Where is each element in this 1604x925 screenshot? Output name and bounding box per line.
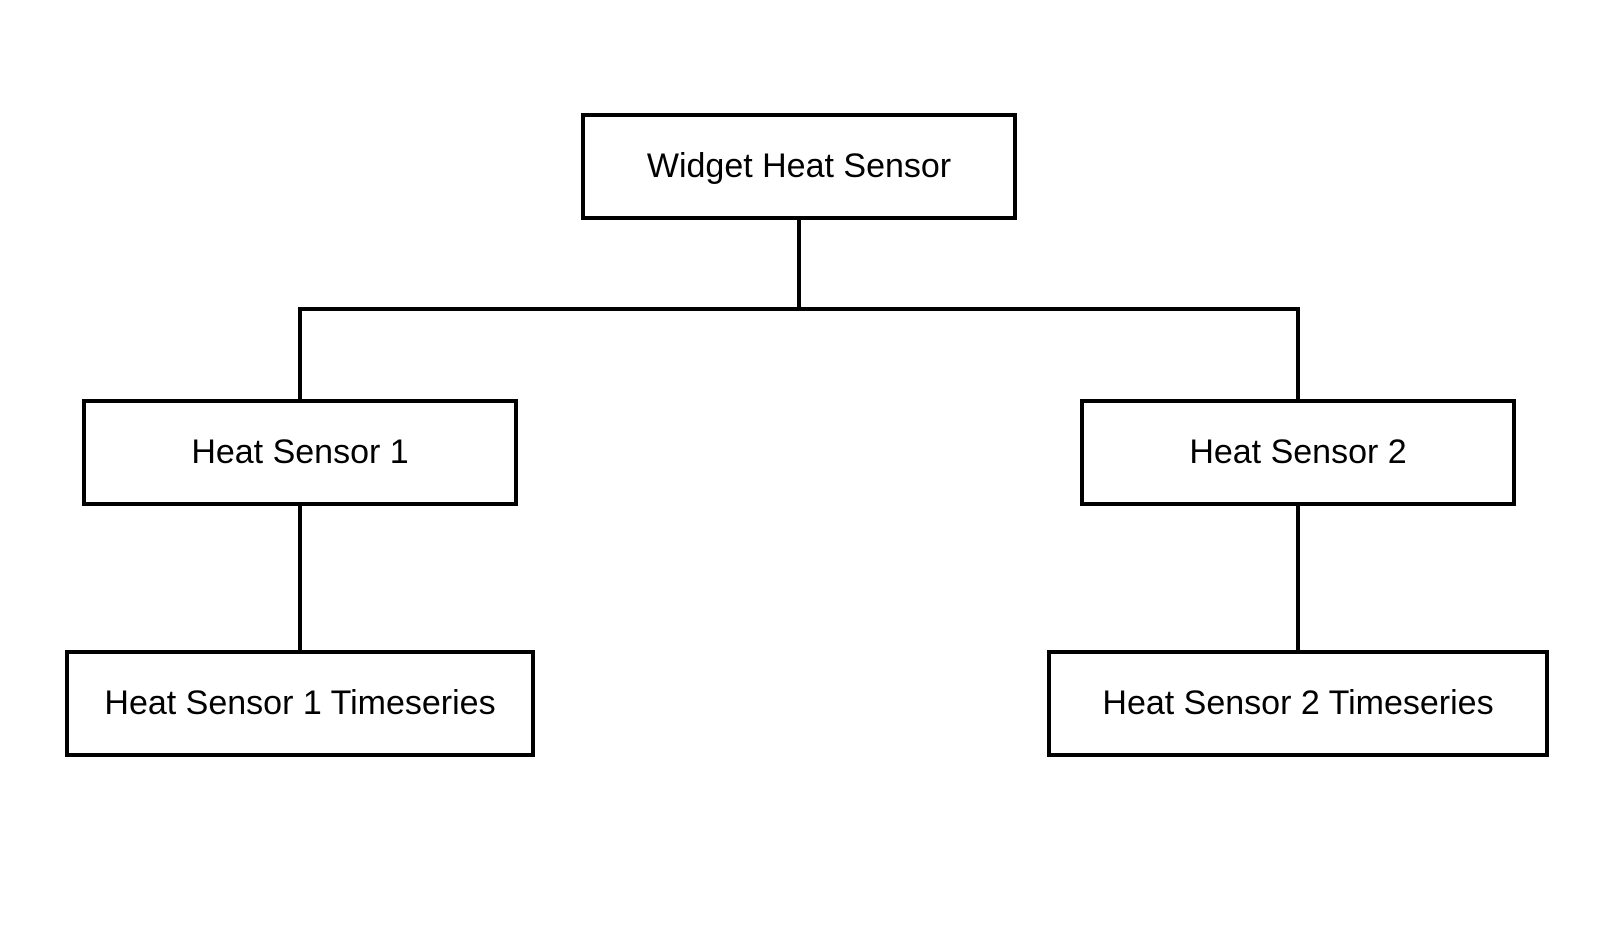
node-heat-sensor-1-timeseries: Heat Sensor 1 Timeseries — [65, 650, 535, 757]
node-label: Widget Heat Sensor — [646, 147, 952, 185]
node-heat-sensor-1: Heat Sensor 1 — [82, 399, 518, 506]
node-label: Heat Sensor 1 Timeseries — [104, 684, 496, 722]
node-heat-sensor-2: Heat Sensor 2 — [1080, 399, 1516, 506]
node-heat-sensor-2-timeseries: Heat Sensor 2 Timeseries — [1047, 650, 1549, 757]
node-label: Heat Sensor 1 — [191, 433, 409, 471]
node-label: Heat Sensor 2 — [1189, 433, 1407, 471]
node-label: Heat Sensor 2 Timeseries — [1102, 684, 1494, 722]
node-widget-heat-sensor: Widget Heat Sensor — [581, 113, 1017, 220]
